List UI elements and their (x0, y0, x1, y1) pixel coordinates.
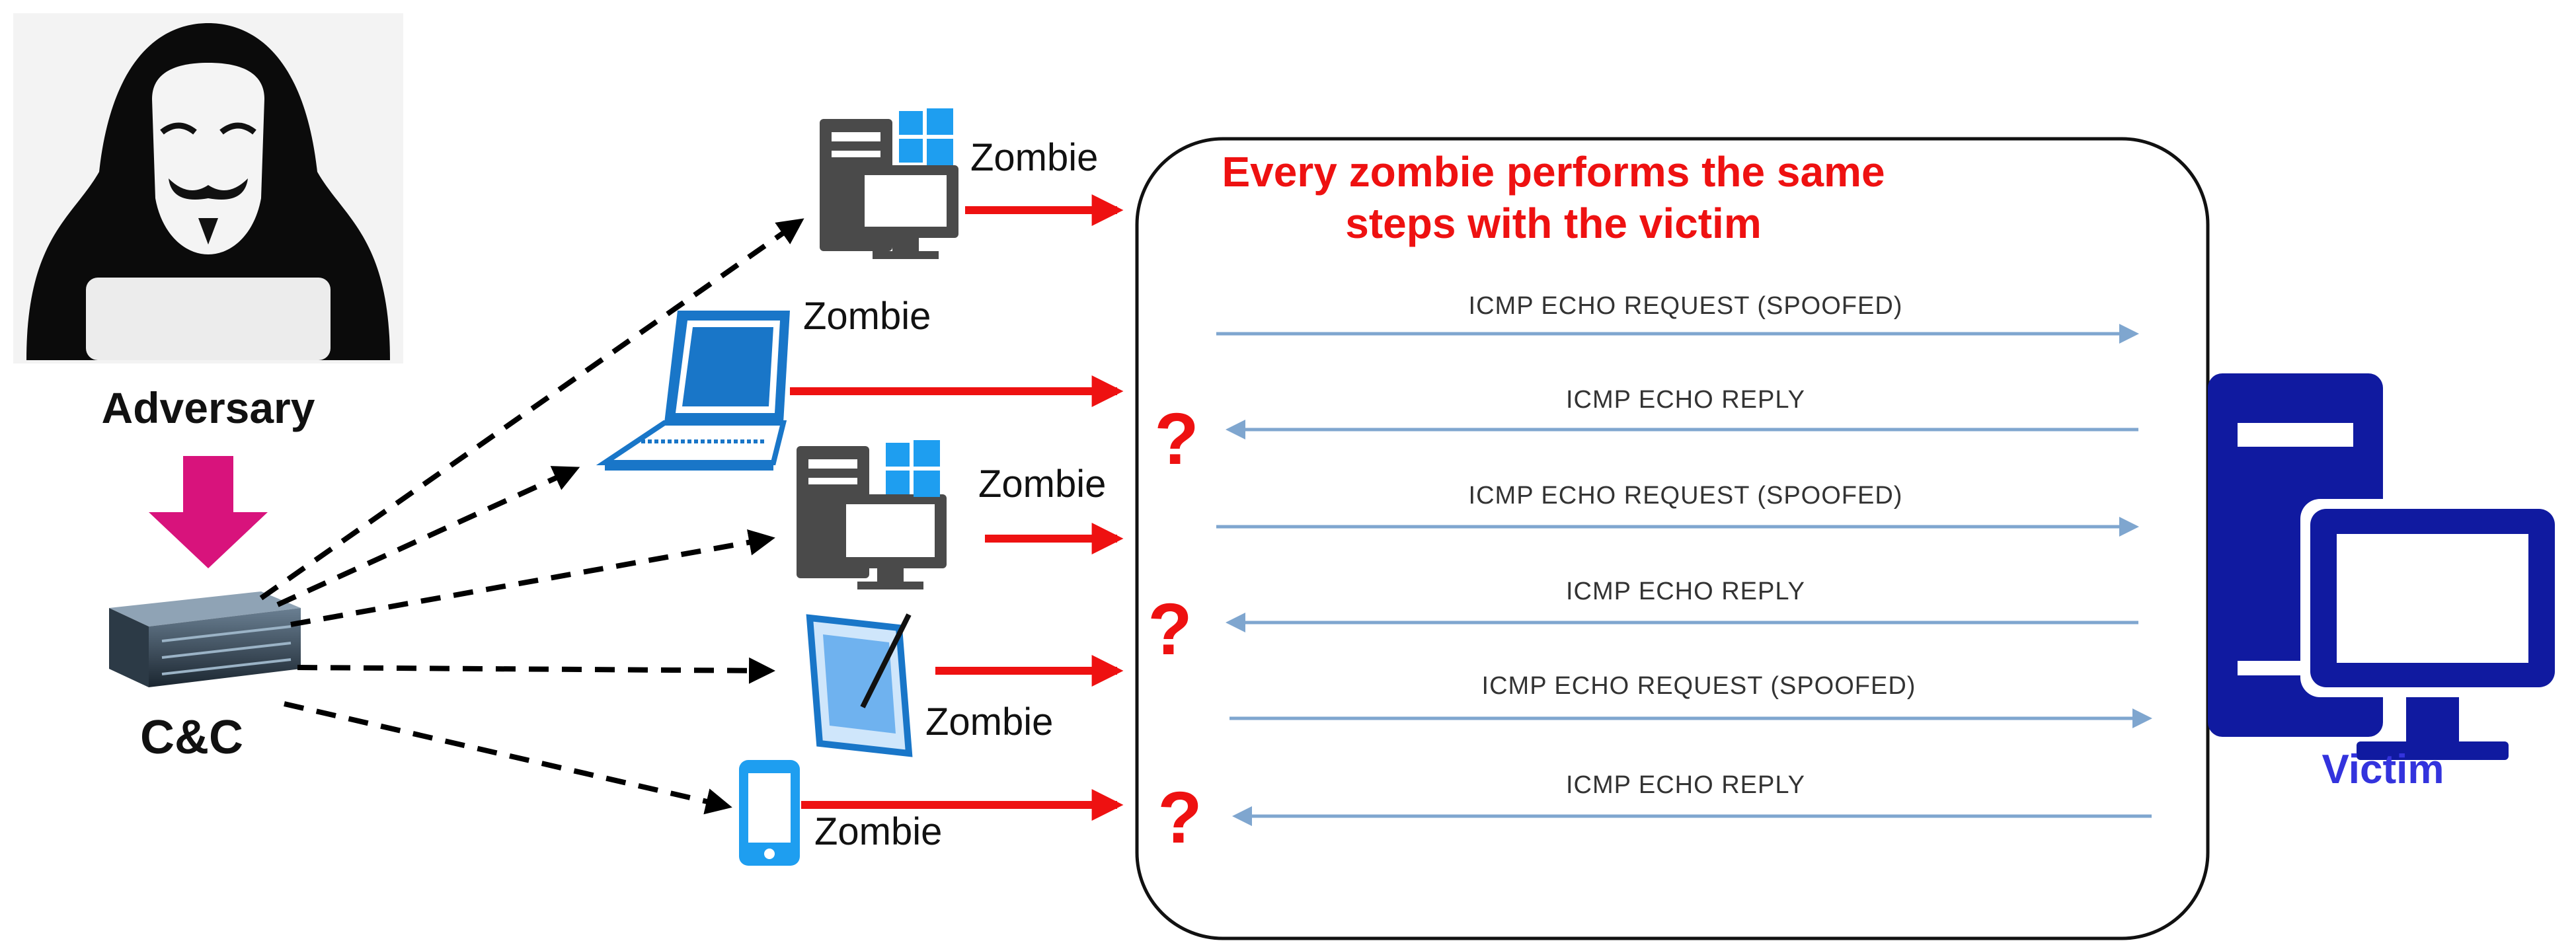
message-label-1: ICMP ECHO REQUEST (SPOOFED) (1469, 292, 1903, 320)
message-label-5: ICMP ECHO REQUEST (SPOOFED) (1482, 672, 1916, 700)
zombie-4: Zombie (806, 613, 1124, 757)
zombie-1-label: Zombie (970, 136, 1098, 179)
hooded-hacker-icon (13, 13, 403, 363)
windows-logo-icon (886, 440, 940, 497)
desktop-pc-icon (820, 119, 958, 259)
command-line-zombie-1 (259, 218, 804, 601)
zombie-1: Zombie (820, 108, 1124, 259)
question-mark-2: ? (1148, 589, 1192, 670)
zombie-5-label: Zombie (814, 810, 942, 853)
message-label-4: ICMP ECHO REPLY (1566, 578, 1805, 605)
adversary-to-cc-arrow (149, 456, 268, 568)
tablet-icon (806, 613, 913, 757)
note-line-2: steps with the victim (1345, 200, 1761, 247)
zombie-2-label: Zombie (803, 295, 931, 338)
zombie-4-label: Zombie (925, 701, 1053, 743)
message-label-2: ICMP ECHO REPLY (1566, 386, 1805, 414)
adversary-label: Adversary (102, 383, 315, 432)
cc-label: C&C (140, 711, 243, 764)
command-line-zombie-3 (290, 529, 775, 627)
message-exchange: ICMP ECHO REQUEST (SPOOFED) ICMP ECHO RE… (1148, 292, 2152, 858)
message-label-3: ICMP ECHO REQUEST (SPOOFED) (1469, 482, 1903, 510)
message-label-6: ICMP ECHO REPLY (1566, 771, 1805, 799)
command-line-zombie-5 (284, 701, 732, 815)
question-mark-1: ? (1154, 398, 1198, 480)
question-mark-3: ? (1157, 777, 1202, 858)
zombie-3-label: Zombie (978, 463, 1106, 506)
victim-computer-icon (2208, 373, 2565, 760)
zombie-3: Zombie (797, 440, 1124, 589)
interaction-box (1135, 137, 2210, 940)
laptop-icon (596, 311, 790, 471)
command-lines (259, 218, 804, 815)
windows-logo-icon (899, 108, 953, 165)
smartphone-icon (739, 760, 800, 866)
desktop-pc-icon (797, 446, 947, 589)
note-line-1: Every zombie performs the same (1222, 148, 1885, 196)
victim-label: Victim (2322, 747, 2444, 792)
command-line-zombie-2 (276, 466, 580, 607)
server-icon (109, 591, 301, 687)
command-line-zombie-4 (297, 657, 775, 684)
zombie-2: Zombie (596, 295, 1124, 471)
zombie-5: Zombie (739, 760, 1124, 866)
